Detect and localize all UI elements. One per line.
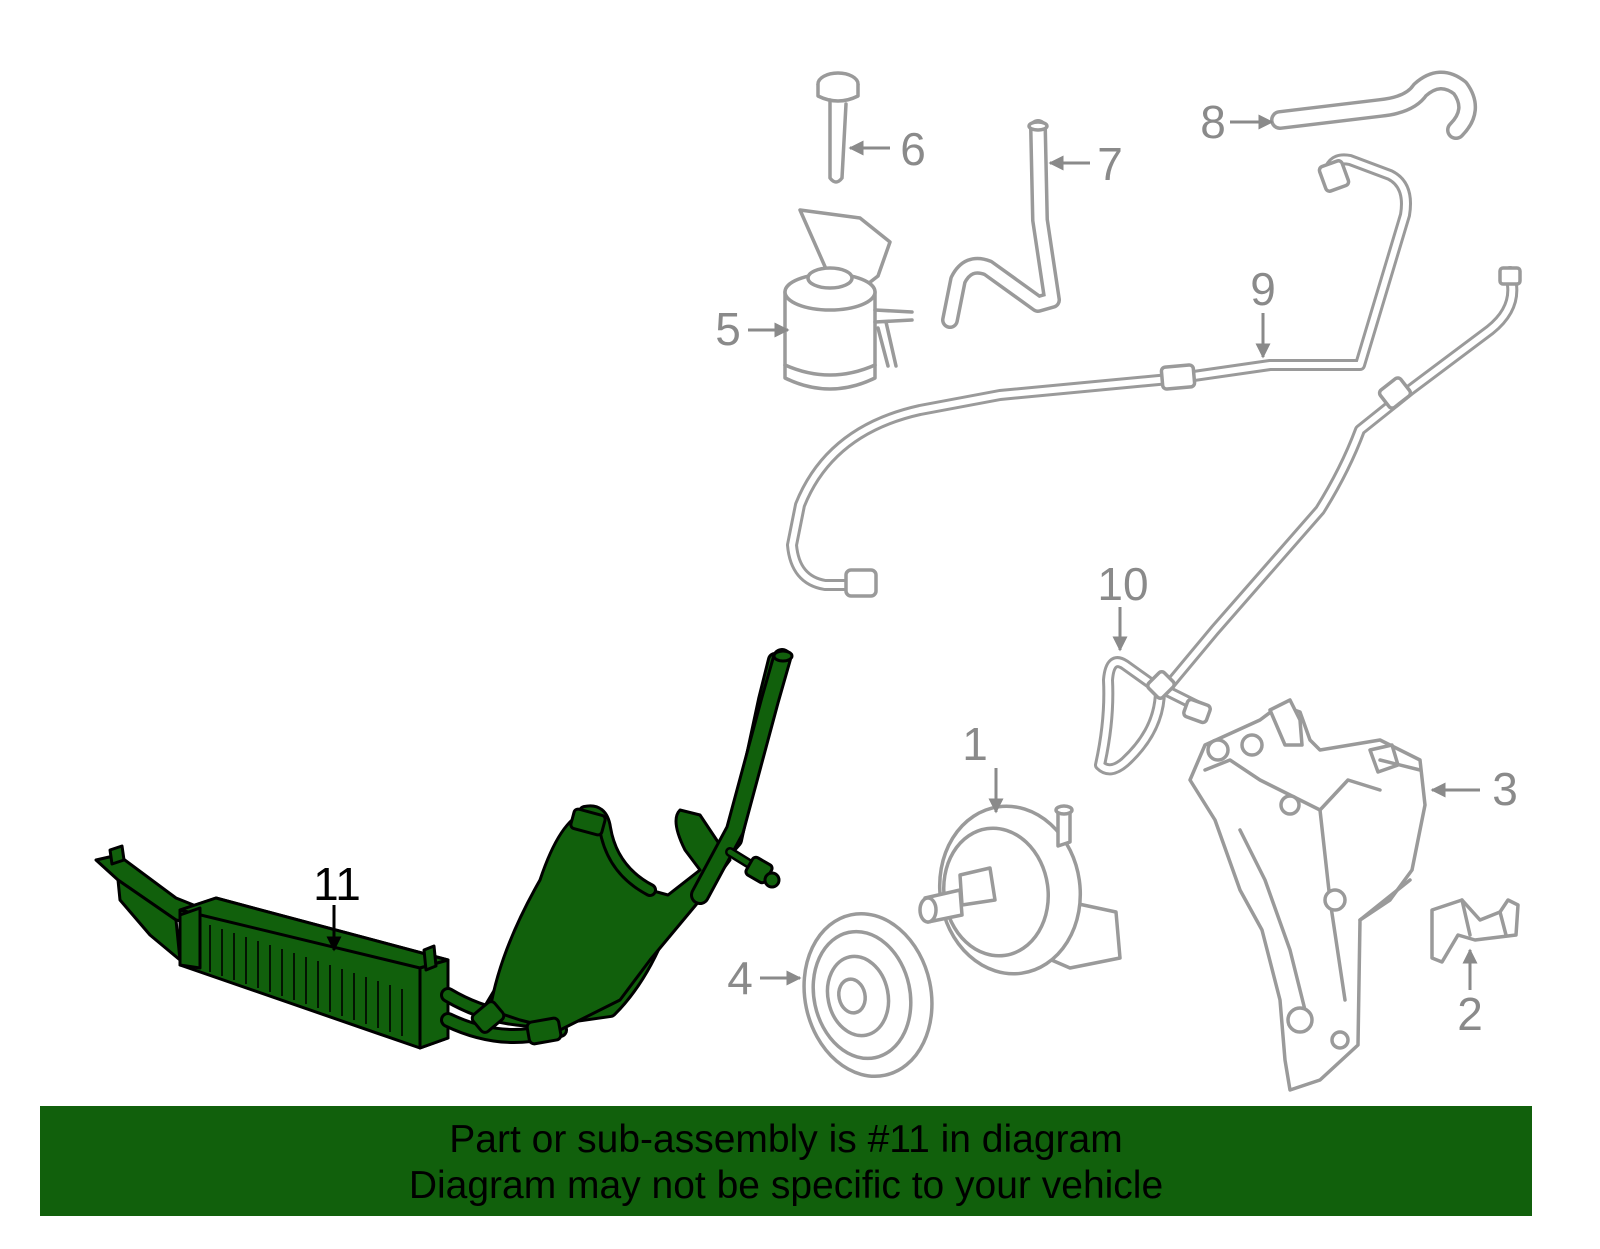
callout-4: 4 bbox=[727, 952, 802, 1004]
cooler-fins bbox=[209, 925, 403, 1036]
callout-6-label: 6 bbox=[900, 123, 926, 175]
callout-3-label: 3 bbox=[1492, 763, 1518, 815]
callout-7-label: 7 bbox=[1097, 138, 1123, 190]
part-3-mounting-bracket[interactable] bbox=[1188, 698, 1427, 1092]
part-5-fluid-reservoir[interactable] bbox=[783, 208, 914, 391]
part-11-cooler-assembly[interactable] bbox=[94, 648, 794, 1050]
part-8-return-hose[interactable] bbox=[1270, 70, 1477, 140]
part-2-hose-clamp[interactable] bbox=[1430, 898, 1520, 964]
callout-10: 10 bbox=[1097, 558, 1149, 652]
callout-11: 11 bbox=[313, 858, 361, 952]
callout-5-label: 5 bbox=[715, 303, 741, 355]
part-1-power-steering-pump[interactable] bbox=[918, 797, 1122, 983]
callout-9-label: 9 bbox=[1250, 263, 1276, 315]
callout-3: 3 bbox=[1430, 763, 1518, 815]
callout-8: 8 bbox=[1200, 96, 1274, 148]
info-banner: Part or sub-assembly is #11 in diagram D… bbox=[40, 1106, 1532, 1216]
callout-1-label: 1 bbox=[962, 718, 988, 770]
banner-line-2: Diagram may not be specific to your vehi… bbox=[408, 1164, 1164, 1207]
callout-5: 5 bbox=[715, 303, 790, 355]
callout-2: 2 bbox=[1457, 948, 1483, 1040]
callout-8-label: 8 bbox=[1200, 96, 1226, 148]
callout-1: 1 bbox=[962, 718, 1004, 814]
callout-6: 6 bbox=[848, 123, 926, 175]
callout-11-label: 11 bbox=[313, 858, 361, 910]
banner-line-1: Part or sub-assembly is #11 in diagram bbox=[449, 1118, 1123, 1161]
part-10-hose-assembly[interactable] bbox=[1094, 266, 1522, 776]
part-7-filler-tube[interactable] bbox=[941, 119, 1061, 329]
callout-10-label: 10 bbox=[1097, 558, 1148, 610]
callout-4-label: 4 bbox=[727, 952, 753, 1004]
part-4-pump-pulley[interactable] bbox=[789, 902, 946, 1089]
callout-2-label: 2 bbox=[1457, 988, 1483, 1040]
part-9-pressure-hose[interactable] bbox=[786, 153, 1412, 598]
callout-9: 9 bbox=[1250, 263, 1276, 359]
part-6-reservoir-cap-dipstick[interactable] bbox=[816, 71, 860, 184]
callout-7: 7 bbox=[1048, 138, 1123, 190]
